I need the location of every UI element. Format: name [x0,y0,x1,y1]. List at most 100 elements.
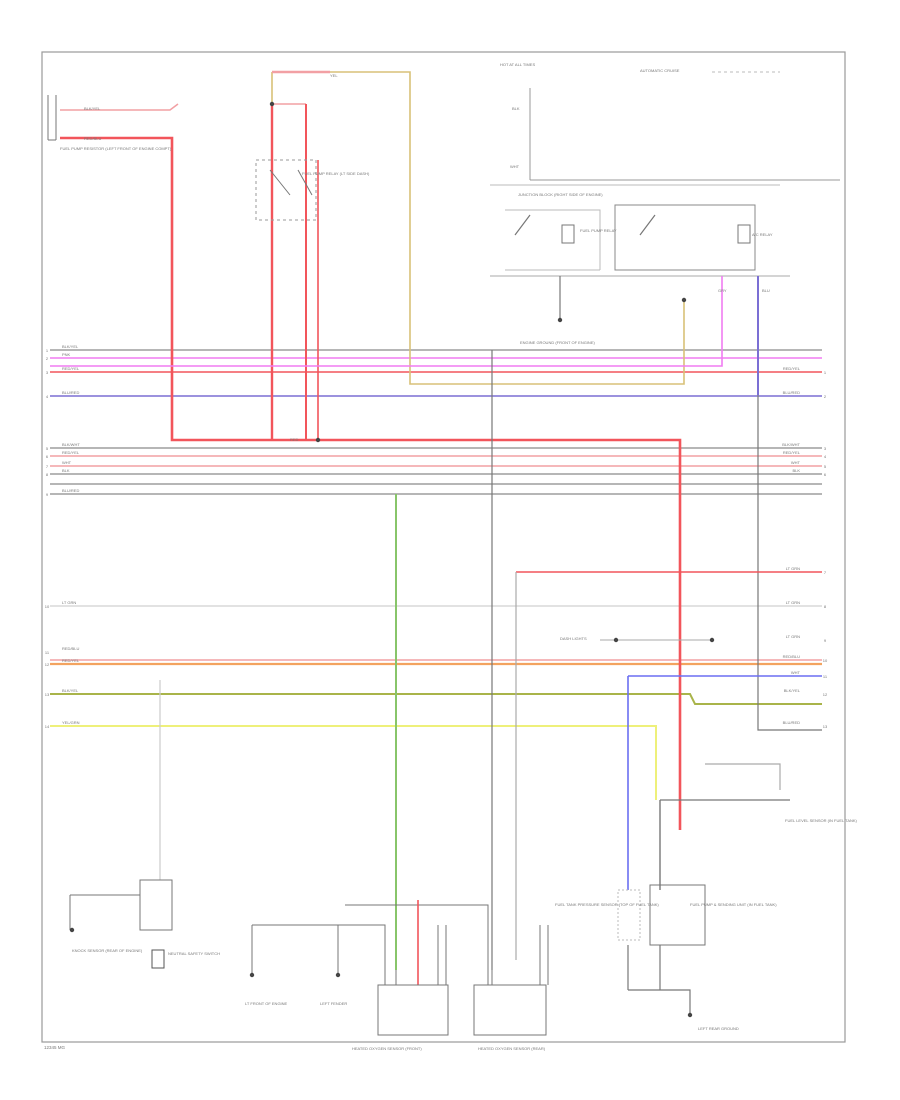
right-harness-label-1: RED/YEL [783,366,801,371]
wire-label-red: RED [290,437,299,442]
wire-label-yel: YEL [330,73,338,78]
left-harness-label-4: BLU/RED [62,390,79,395]
right-harness-pin-2: 2 [824,394,827,399]
right-harness-label-6: BLK [792,468,800,473]
right-harness-pin-3: 3 [824,446,827,451]
right-harness-pin-10: 10 [823,658,828,663]
left-harness-label-3: RED/YEL [62,366,80,371]
cruise-module-label: AUTOMATIC CRUISE [640,68,680,73]
left-rear-ground-label: LEFT REAR GROUND [698,1026,739,1031]
relay-box-left-outline [505,209,601,271]
connector-b-label: HEATED OXYGEN SENSOR (REAR) [478,1046,546,1051]
right-harness-pin-7: 7 [824,570,827,575]
fuel-level-dashed [705,763,781,790]
left-rear-ground-dot [687,1012,693,1018]
dash-lights-dot-2 [613,637,619,643]
fuel-pump-unit-label: FUEL PUMP & SENDING UNIT (IN FUEL TANK) [690,902,777,907]
resistor-wire-top [60,103,179,111]
right-harness-pin-4: 4 [824,454,827,459]
left-harness-pin-4: 4 [46,394,49,399]
left-harness-pin-10: 10 [45,604,50,609]
connector-b-box [473,984,547,1036]
dash-lights-dot [709,637,715,643]
dash-lights-label: DASH LIGHTS [560,636,587,641]
right-harness-pin-12: 12 [823,692,828,697]
left-harness-label-1: BLK/YEL [62,344,79,349]
relay-b-label: A/C RELAY [752,232,773,237]
neutral-switch-label: NEUTRAL SAFETY SWITCH [168,951,220,956]
left-harness-pin-11: 11 [45,650,50,655]
tan-wire [271,71,685,388]
relay-a-label: FUEL PUMP RELAY [580,228,617,233]
relay-switches [514,214,656,236]
magenta-vertical [50,276,723,367]
wire-label-red-blu: RED/BLU [84,136,101,141]
ground-a-dot [249,972,255,978]
hot-at-all-times-label: HOT AT ALL TIMES [500,62,535,67]
right-harness-pin-6: 6 [824,472,827,477]
right-harness-label-12: BLK/YEL [784,688,801,693]
bottom-ground-bus [252,924,386,985]
fuel-pump-resistor-label: FUEL PUMP RESISTOR (LEFT FRONT OF ENGINE… [60,146,172,151]
wire-label-blk: BLK [512,106,520,111]
fuel-pump-unit-box [649,884,706,946]
harness-wire-olive [50,693,822,705]
hot-bus [529,88,840,181]
right-harness-label-2: BLU/RED [783,390,800,395]
fuel-pump-relay-label: FUEL PUMP RELAY (LT SIDE DASH) [302,171,370,176]
left-harness-label-2: PNK [62,352,71,357]
connector-a-box [377,984,449,1036]
bottom-ground-wires [627,945,691,1015]
right-harness-label-5: WHT [791,460,801,465]
right-harness-label-8: LT GRN [786,600,800,605]
right-harness-pin-1: 1 [824,370,827,375]
left-harness-pin-12: 12 [45,662,50,667]
relay-a-coil [561,224,575,244]
right-harness-pin-9: 9 [824,638,827,643]
left-harness-pin-6: 6 [46,454,49,459]
knock-sensor-label: KNOCK SENSOR (REAR OF ENGINE) [72,948,143,953]
right-harness-pin-13: 13 [823,724,828,729]
harness-wire-yellow [50,725,657,800]
left-harness-pin-13: 13 [45,692,50,697]
engine-ground-label: ENGINE GROUND (FRONT OF ENGINE) [520,340,595,345]
knock-sensor-ground [69,927,75,933]
wire-label-gry: GRY [718,288,727,293]
right-harness-label-10: RED/BLU [783,654,800,659]
right-harness-label-4: RED/YEL [783,450,801,455]
connector-a-label: HEATED OXYGEN SENSOR (FRONT) [352,1046,422,1051]
right-harness-label-3: BLK/WHT [782,442,800,447]
left-harness-label-9: BLU/RED [62,488,79,493]
component-layer [69,101,756,1036]
main-red-wire [60,136,682,830]
right-harness-label-9: LT GRN [786,634,800,639]
ground-b-dot [335,972,341,978]
left-harness-label-12: RED/YEL [62,658,80,663]
relay-contacts [269,169,313,196]
fuel-level-label: FUEL LEVEL SENSOR (IN FUEL TANK) [785,818,858,823]
diagram-frame [41,51,846,1043]
gray-vertical-right [757,395,822,731]
left-harness-pin-14: 14 [45,724,50,729]
neutral-switch-body [151,949,165,969]
left-harness-label-6: RED/YEL [62,450,80,455]
right-harness-pin-11: 11 [823,674,828,679]
splice-relay-top [269,101,275,107]
left-harness-label-11: RED/BLU [62,646,79,651]
left-ground-a-label: LT FRONT OF ENGINE [245,1001,288,1006]
wire-layer [47,70,840,1015]
left-harness-label-8: BLK [62,468,70,473]
wire-label-blu: BLU [762,288,770,293]
left-harness-label-7: WHT [62,460,72,465]
left-harness-label-13: BLK/YEL [62,688,79,693]
left-harness-pin-3: 3 [46,370,49,375]
connector-b-bus [345,904,489,985]
right-harness-label-11: WHT [791,670,801,675]
junction-block-label: JUNCTION BLOCK (RIGHT SIDE OF ENGINE) [518,192,603,197]
left-harness-pin-2: 2 [46,356,49,361]
connector-stubs [395,970,493,985]
wire-label-wht: WHT [510,164,520,169]
right-harness-label-7: LT GRN [786,566,800,571]
fuel-tank-sensor-label: FUEL TANK PRESSURE SENSOR (TOP OF FUEL T… [555,902,659,907]
